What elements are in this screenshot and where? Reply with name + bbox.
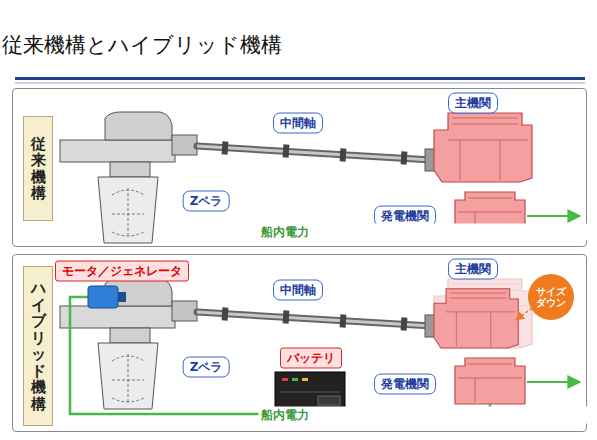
z-drive (60, 112, 197, 243)
part-name: Zペラ (190, 194, 223, 208)
battery-detail (318, 396, 340, 405)
battery-symbol (275, 372, 345, 408)
original-engine-outline (434, 279, 532, 348)
part-label-box: 発電機関 (374, 374, 436, 395)
intermediate-shaft (197, 141, 435, 171)
generator-engine (455, 358, 525, 404)
section-panel: ハイブリッド機構 モータ／ジェネレータ中間軸 主機関サイズダウン Zペラ バッテリ発電機… (12, 254, 587, 432)
part-name: サイズダウン (536, 286, 567, 309)
part-name: 発電機関 (381, 209, 429, 223)
part-name: バッテリ (287, 351, 335, 365)
section-tag: 従来機構 (23, 116, 53, 221)
part-label-box: 中間軸 (273, 280, 323, 301)
callout-circle: サイズダウン (528, 274, 574, 320)
part-name: 主機関 (455, 262, 491, 276)
part-label-box: Zペラ (183, 191, 230, 212)
battery-detail (280, 392, 340, 393)
part-name: 中間軸 (280, 116, 316, 130)
title-rule-thin (15, 83, 585, 84)
component-tag: バッテリ (280, 348, 342, 369)
part-name: 主機関 (455, 96, 491, 110)
part-label-box: Zペラ (183, 357, 230, 378)
part-label-box: 主機関 (448, 93, 498, 114)
power-arrow (527, 215, 580, 217)
battery-led (302, 378, 308, 381)
part-name: 中間軸 (280, 283, 316, 297)
part-label-box: 主機関 (448, 259, 498, 280)
component-tag: モータ／ジェネレータ (55, 261, 189, 282)
battery-led (292, 378, 298, 381)
title: 従来機構とハイブリッド機構 (2, 31, 597, 59)
power-arrow (527, 381, 580, 383)
section-title: ハイブリッド機構 (31, 280, 46, 412)
main-engine (434, 289, 518, 348)
motor-generator-symbol (88, 286, 118, 308)
part-name: 発電機関 (381, 377, 429, 391)
power-label: 船内電力 (259, 224, 597, 241)
main-engine (434, 113, 532, 182)
power-wire (70, 297, 490, 414)
part-label-box: 中間軸 (273, 113, 323, 134)
section-title: 従来機構 (31, 136, 46, 202)
intermediate-shaft (197, 307, 435, 337)
part-name: Zペラ (190, 360, 223, 374)
part-name: モータ／ジェネレータ (62, 264, 182, 278)
battery-led (282, 378, 288, 381)
size-down-arrow (516, 308, 532, 320)
section-tag: ハイブリッド機構 (23, 266, 53, 426)
power-label: 船内電力 (259, 407, 597, 424)
motor-shaft (118, 292, 126, 302)
title-rule (15, 77, 585, 80)
